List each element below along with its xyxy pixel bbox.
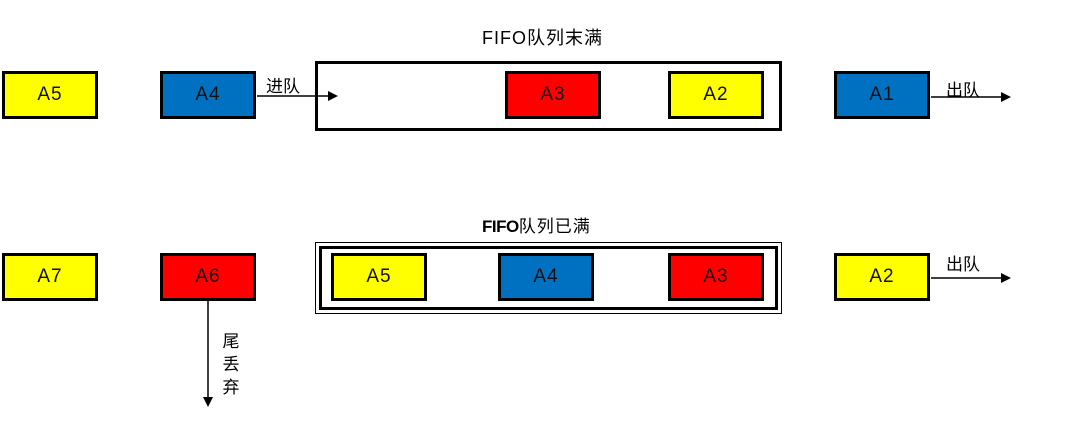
- top-enqueue-label: 进队: [266, 77, 300, 96]
- bottom-diagram-title: FIFO队列已满: [482, 212, 591, 237]
- bottom-title-bold: FIFO: [482, 217, 519, 236]
- tail-drop-label: 尾 丢 弃: [222, 330, 240, 399]
- bottom-dequeue-label: 出队: [946, 255, 980, 274]
- bottom-item-a5: A5: [331, 253, 427, 301]
- top-item-a1: A1: [834, 71, 930, 119]
- tail-drop-arrowhead: [203, 397, 213, 407]
- top-dequeue-label: 出队: [946, 81, 980, 100]
- bottom-item-a3: A3: [668, 253, 764, 301]
- bottom-item-a4: A4: [498, 253, 594, 301]
- top-diagram-title: FIFO队列末满: [482, 28, 603, 48]
- tail-drop-char-1: 尾: [222, 332, 240, 351]
- bottom-item-a6: A6: [160, 253, 256, 301]
- top-item-a2: A2: [668, 71, 764, 119]
- tail-drop-char-2: 丢: [222, 355, 240, 374]
- bottom-title-rest: 队列已满: [518, 217, 591, 236]
- bottom-item-a2: A2: [834, 253, 930, 301]
- tail-drop-char-3: 弃: [222, 378, 240, 397]
- bottom-dequeue-arrowhead: [1001, 273, 1011, 283]
- top-item-a5: A5: [2, 71, 98, 119]
- top-item-a4: A4: [160, 71, 256, 119]
- bottom-item-a7: A7: [2, 253, 98, 301]
- top-dequeue-arrowhead: [1001, 92, 1011, 102]
- enqueue-arrowhead: [328, 91, 338, 101]
- top-item-a3: A3: [505, 71, 601, 119]
